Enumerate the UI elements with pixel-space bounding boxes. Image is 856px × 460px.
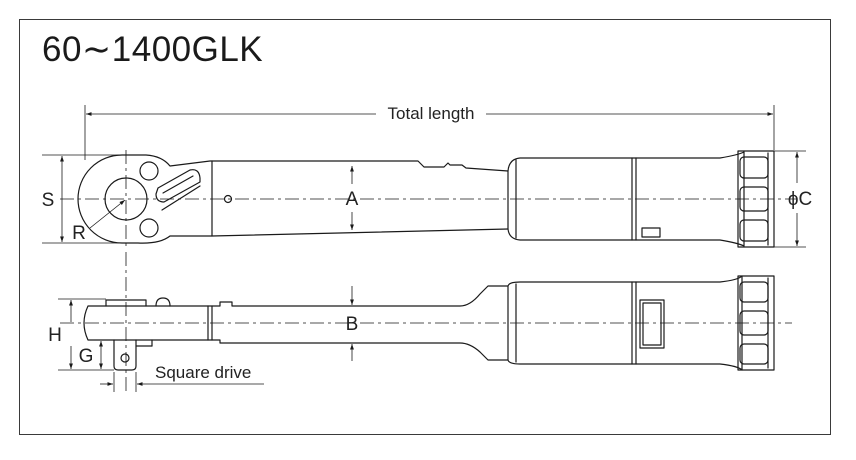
total-length-label: Total length [388, 104, 475, 123]
head-hole-lower [139, 218, 159, 238]
grip-window [641, 227, 661, 238]
side-head [83, 305, 209, 341]
g-label: G [79, 346, 94, 367]
drawing-frame [19, 19, 831, 435]
h-dimension [58, 298, 114, 371]
head-hole-upper [139, 161, 159, 181]
g-dimension [94, 339, 114, 369]
shaft-pin [223, 194, 233, 204]
square-drive-label: Square drive [155, 363, 251, 382]
r-dimension [89, 199, 126, 229]
centerlines [60, 150, 796, 392]
main-shaft [211, 160, 509, 237]
s-dimension [42, 154, 122, 244]
c-label: ϕC [788, 189, 812, 210]
wrench-side-view [83, 275, 775, 371]
b-label: B [346, 314, 359, 335]
h-label: H [48, 325, 62, 346]
r-label: R [72, 223, 86, 244]
side-shaft [207, 285, 509, 361]
c-dimension [774, 150, 806, 248]
model-title: 60∼1400GLK [42, 30, 264, 69]
side-adjuster-cap [737, 275, 775, 371]
side-scale-window [639, 299, 665, 349]
square-drive-dimension [100, 372, 264, 392]
grip-handle [507, 151, 745, 247]
total-length-dimension [84, 105, 775, 160]
a-label: A [346, 189, 359, 210]
reverse-switch-slot [155, 169, 201, 203]
s-label: S [42, 190, 55, 211]
square-drive-peg [113, 339, 137, 371]
